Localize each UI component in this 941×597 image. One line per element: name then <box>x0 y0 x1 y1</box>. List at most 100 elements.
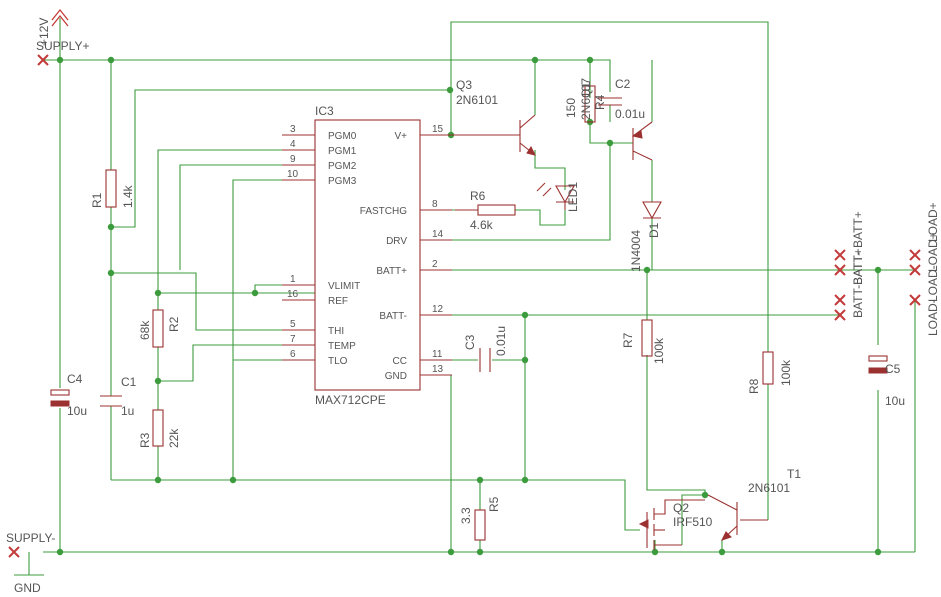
ic-pin-num-4: 4 <box>290 139 296 150</box>
load-pos-label-b: LOAD+ <box>926 232 940 272</box>
r3-name: R3 <box>138 432 152 448</box>
load-neg-connector <box>909 294 921 306</box>
resistor-r1: R1 1.4k <box>90 169 135 208</box>
supply-12v-label: +12V <box>37 18 51 46</box>
resistor-r2: 68k R2 <box>138 309 181 348</box>
q3-name: Q3 <box>456 78 472 92</box>
r6-name: R6 <box>470 189 486 203</box>
ic3-value: MAX712CPE <box>315 393 386 407</box>
batt-neg-label-b: BATT- <box>851 285 865 318</box>
c4-value: 10u <box>67 404 87 418</box>
q1-value: 2N6107 <box>579 78 593 120</box>
ic-pin-num-10: 10 <box>287 169 299 180</box>
ic-pin-name-battp: BATT+ <box>376 266 407 277</box>
r6-value: 4.6k <box>470 218 494 232</box>
batt-neg-label: BATT- <box>851 252 865 285</box>
load-neg-label: LOAD- <box>926 265 940 302</box>
resistor-r4: 150 R4 <box>564 85 607 123</box>
c4-name: C4 <box>67 372 83 386</box>
ic-pin-num-15: 15 <box>432 124 444 135</box>
c3-name: C3 <box>463 334 477 350</box>
load-pos-label: LOAD+ <box>926 202 940 242</box>
batt-pos-label: BATT+ <box>851 248 865 285</box>
supply-neg-label: SUPPLY- <box>6 531 55 545</box>
q2-name: Q2 <box>673 501 689 515</box>
d1-name: D1 <box>647 222 661 238</box>
c1-value: 1u <box>121 404 134 418</box>
c5-value: 10u <box>885 394 905 408</box>
ic-pin-name-pgm3: PGM3 <box>328 176 357 187</box>
transistor-t1: T1 2N6101 <box>707 467 801 541</box>
ic-pin-name-pgm1: PGM1 <box>328 146 357 157</box>
load-neg-label-b: LOAD- <box>926 299 940 336</box>
ic-pin-name-ref: REF <box>328 296 348 307</box>
capacitor-c4: C4 10u <box>50 372 87 418</box>
capacitor-c1: C1 1u <box>100 375 137 418</box>
resistor-r6: R6 4.6k <box>455 189 516 232</box>
r5-name: R5 <box>487 496 501 512</box>
junctions <box>56 56 882 556</box>
ic-pin-num-7: 7 <box>290 334 296 345</box>
ic-pin-num-12: 12 <box>432 304 444 315</box>
supply-12v-arrow-icon: +12V <box>37 8 69 60</box>
ic-pin-name-fastchg: FASTCHG <box>360 206 407 217</box>
capacitor-c3: C3 0.01u <box>463 326 508 372</box>
ic-pin-name-temp: TEMP <box>328 341 356 352</box>
r4-name: R4 <box>593 94 607 110</box>
gnd-label: GND <box>14 581 41 595</box>
diode-d1: D1 1N4004 <box>629 201 662 272</box>
load-pos-connector <box>909 249 921 276</box>
capacitor-c2: C2 0.01u <box>598 77 645 121</box>
ic-pin-name-vplus: V+ <box>394 131 407 142</box>
ic3-name: IC3 <box>315 104 334 118</box>
led1: LED1 <box>536 182 580 212</box>
r2-name: R2 <box>167 316 181 332</box>
r3-value: 22k <box>167 428 181 448</box>
r4-value: 150 <box>564 98 578 118</box>
led1-name: LED1 <box>566 182 580 212</box>
ic-pin-num-13: 13 <box>432 364 444 375</box>
r7-value: 100k <box>652 337 666 364</box>
c2-name: C2 <box>615 77 631 91</box>
capacitor-c5: C5 10u <box>868 355 905 408</box>
batt-neg-connector <box>834 294 846 321</box>
ic-pin-name-pgm2: PGM2 <box>328 161 357 172</box>
q3-value: 2N6101 <box>456 93 498 107</box>
ic3: IC3 MAX712CPE 3 4 9 10 1 16 5 7 6 PGM0 P… <box>282 104 452 407</box>
c2-value: 0.01u <box>615 107 645 121</box>
r8-name: R8 <box>747 378 761 394</box>
transistor-q2: Q2 IRF510 <box>638 499 713 550</box>
ic-pin-num-6: 6 <box>290 349 296 360</box>
ic-pin-num-14: 14 <box>432 229 444 240</box>
d1-value: 1N4004 <box>629 230 643 272</box>
batt-pos-connector: BATT+ <box>834 248 865 285</box>
r8-value: 100k <box>779 359 793 386</box>
ic-pin-num-2: 2 <box>432 259 438 270</box>
ic-pin-name-vlimit: VLIMIT <box>328 281 360 292</box>
transistor-q3: Q3 2N6101 <box>451 78 536 156</box>
q1-name: Q1 <box>579 82 593 98</box>
ic-pin-name-cc: CC <box>393 356 407 367</box>
r2-value: 68k <box>138 320 152 340</box>
resistor-r5: 3.3 R5 <box>459 496 501 541</box>
supply-neg-marker-icon <box>8 546 20 558</box>
r5-value: 3.3 <box>459 507 473 524</box>
c3-value: 0.01u <box>494 326 508 356</box>
ic-pin-num-8: 8 <box>432 199 438 210</box>
q2-value: IRF510 <box>673 515 713 529</box>
c5-name: C5 <box>885 362 901 376</box>
supply-pos-marker-icon <box>37 54 49 66</box>
resistor-r7: R7 100k <box>621 319 666 364</box>
r1-value: 1.4k <box>121 184 135 208</box>
ic-pin-num-5: 5 <box>290 319 296 330</box>
ic-pin-num-11: 11 <box>432 349 443 360</box>
ic3-left-pin-lines <box>282 134 315 361</box>
ic-pin-name-battn: BATT- <box>379 311 407 322</box>
t1-name: T1 <box>787 467 801 481</box>
ic-pin-name-thi: THI <box>328 326 344 337</box>
r7-name: R7 <box>621 332 635 348</box>
transistor-q1: Q1 2N6107 <box>579 78 653 161</box>
r1-name: R1 <box>90 192 104 208</box>
ic-pin-num-9: 9 <box>290 154 296 165</box>
